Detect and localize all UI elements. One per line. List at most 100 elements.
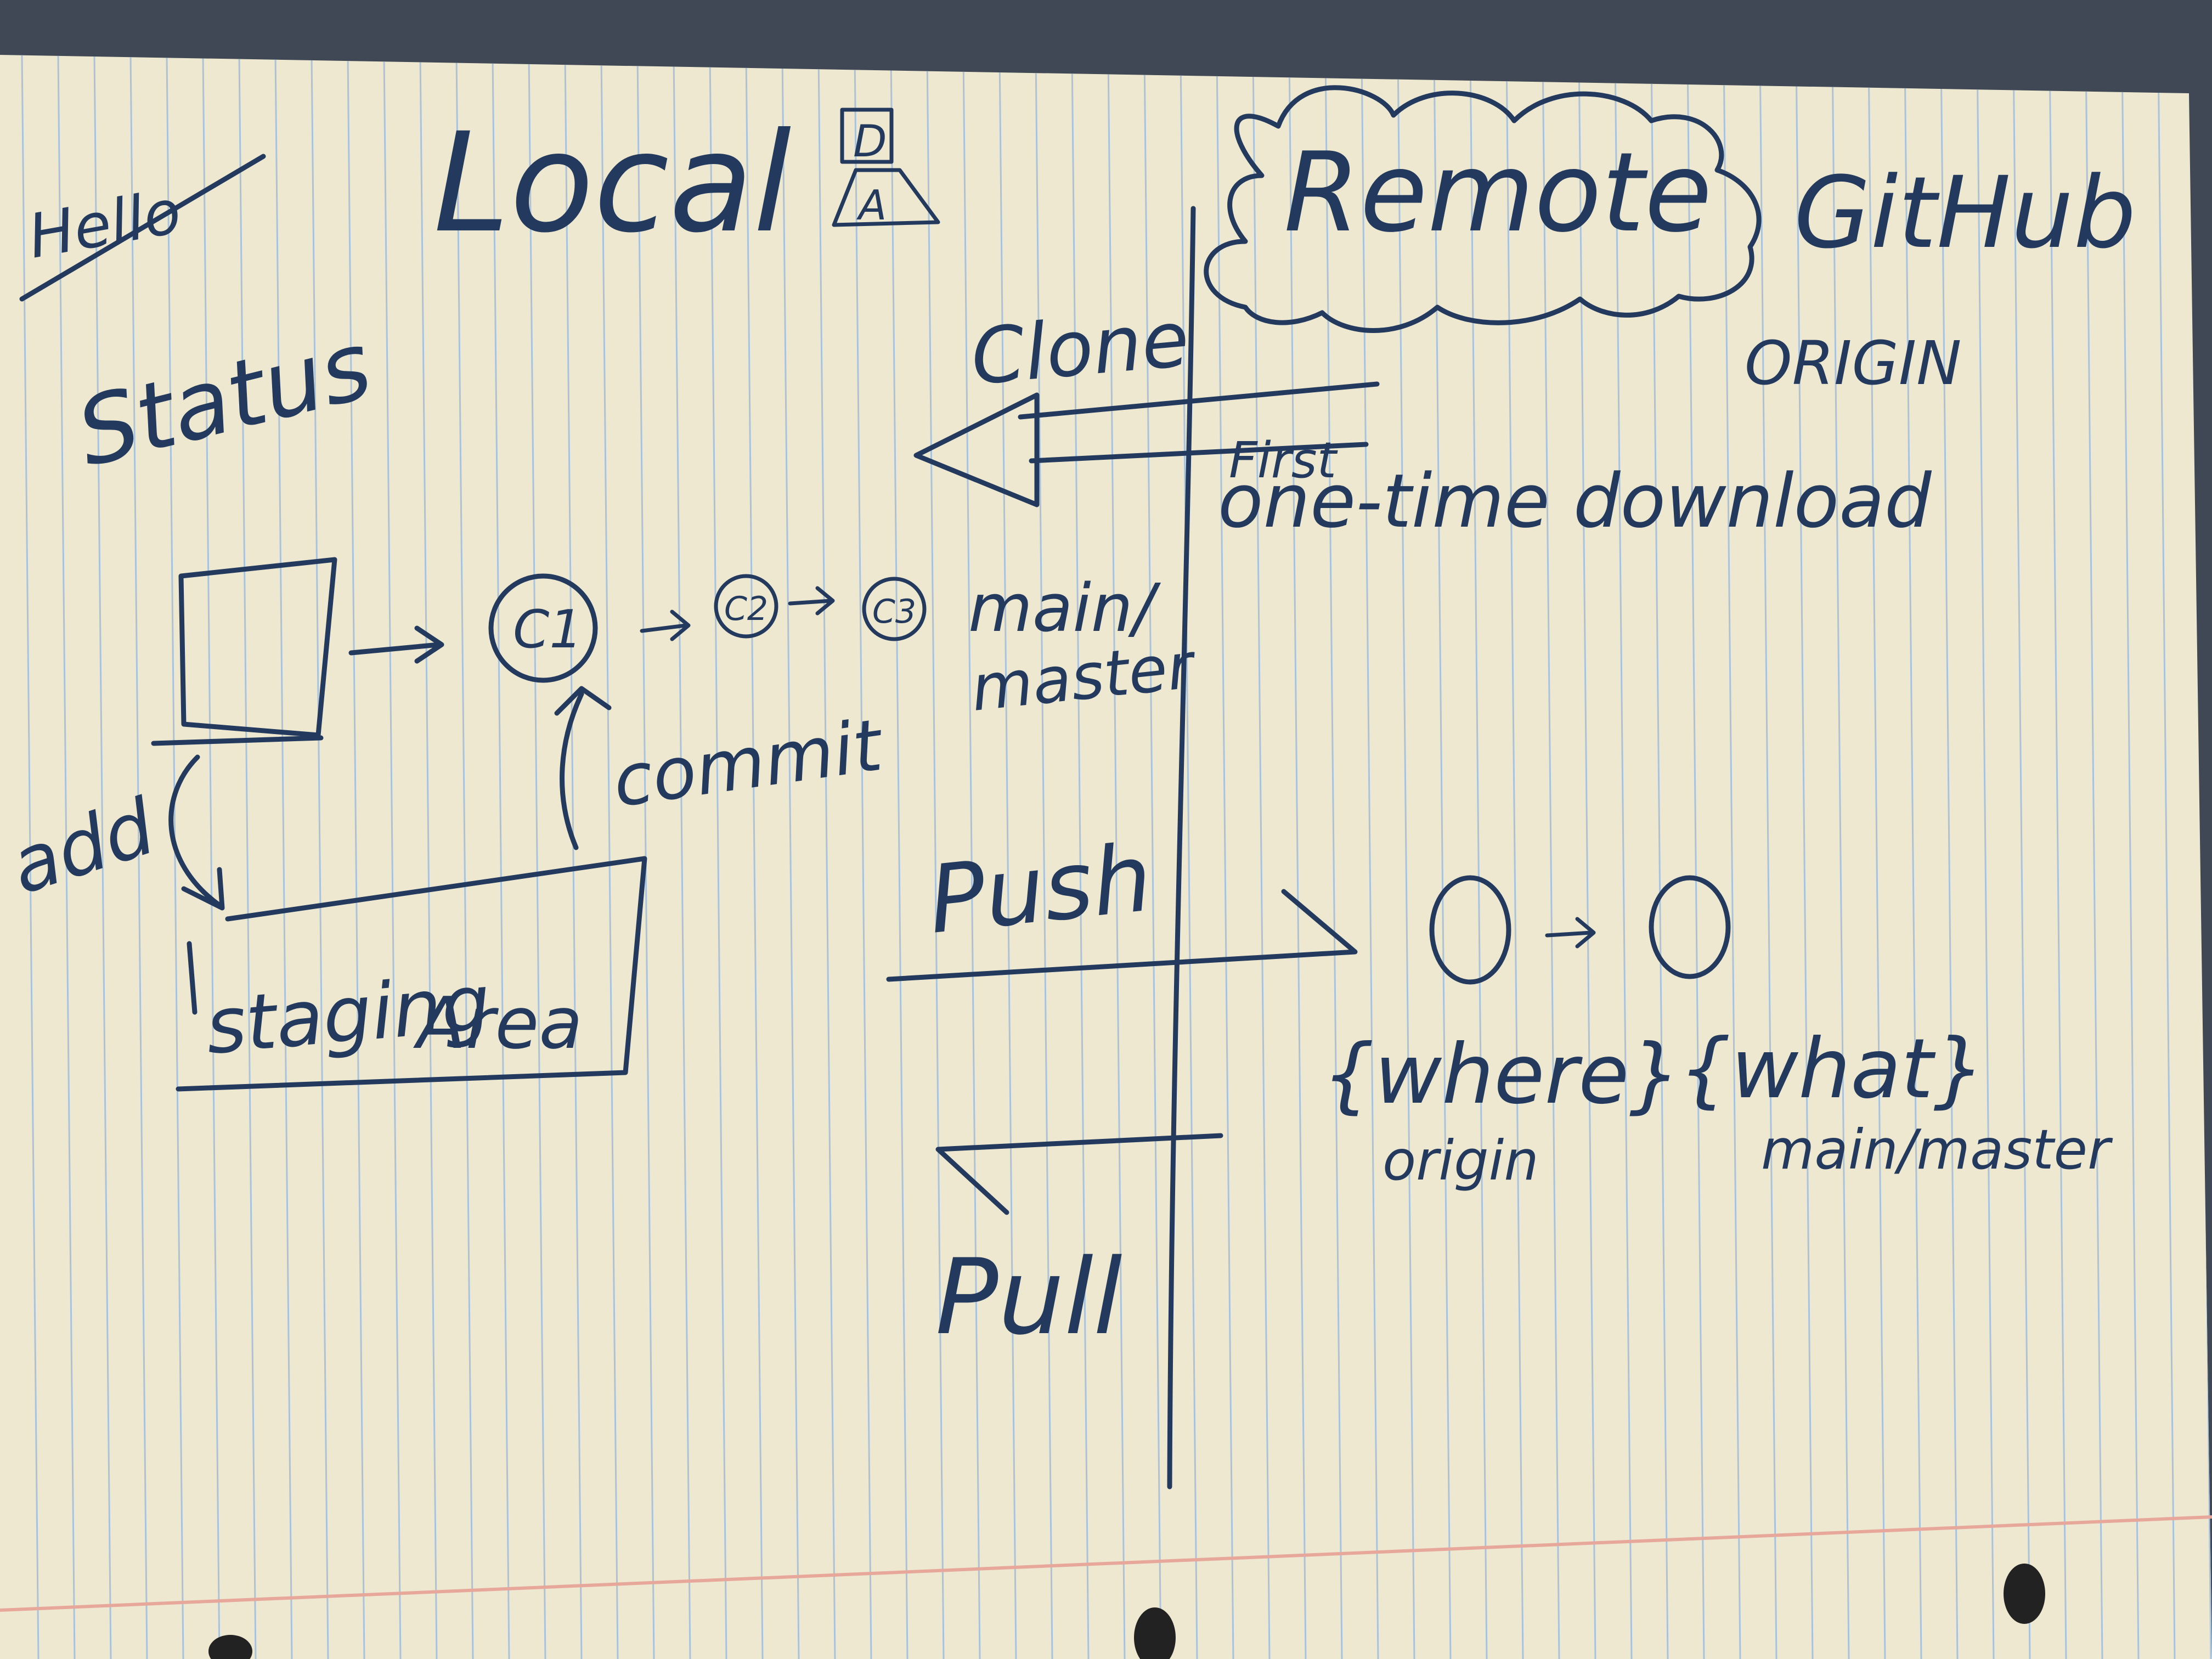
ruled-line (600, 55, 619, 1659)
main-master-lower-label: main/master (1761, 1118, 2113, 1182)
commit-c3-node: C3 (862, 577, 927, 641)
ruled-line (745, 55, 764, 1659)
arrow-to-c1 (348, 625, 444, 664)
first-label: First (1229, 432, 1339, 489)
notebook-paper (0, 55, 2212, 1659)
clone-arrow (913, 381, 1380, 507)
origin-upper-label: ORIGIN (1745, 328, 1961, 398)
ruled-line (781, 55, 800, 1659)
commit-c2-node: C2 (714, 574, 778, 639)
ruled-lines (21, 55, 2212, 1659)
pull-arrow (935, 1133, 1223, 1215)
ruled-line (2157, 55, 2176, 1659)
ruled-line (1686, 55, 1705, 1659)
staging-area-box (176, 856, 647, 1092)
ruled-line (926, 55, 945, 1659)
ruled-line (1542, 55, 1560, 1659)
ruled-line (1397, 55, 1415, 1659)
local-remote-divider (1167, 206, 1196, 1489)
ruled-line (129, 55, 148, 1659)
ruled-line (2121, 55, 2140, 1659)
ruled-line (1795, 55, 1814, 1659)
ruled-line (1107, 55, 1126, 1659)
binder-hole (208, 1635, 252, 1659)
main-master-label-line1: main/ (968, 571, 1161, 647)
ruled-line (2012, 55, 2031, 1659)
ruled-line (1180, 55, 1198, 1659)
svg-text:C1: C1 (513, 600, 583, 660)
remote-commit-node (1429, 875, 1511, 985)
ruled-line (998, 55, 1017, 1659)
ruled-line (492, 55, 510, 1659)
ruled-line (854, 55, 872, 1659)
ruled-line (1071, 55, 1090, 1659)
remote-commit-node (1649, 875, 1731, 979)
ruled-line (528, 55, 546, 1659)
ruled-line (419, 55, 438, 1659)
ruled-line (1324, 55, 1343, 1659)
ruled-line (890, 55, 909, 1659)
ruled-line (1759, 55, 1778, 1659)
ruled-line (1361, 55, 1379, 1659)
ruled-line (1831, 55, 1850, 1659)
svg-text:D: D (853, 116, 887, 167)
cloud-icon (1204, 85, 1762, 333)
ruled-line (1976, 55, 1995, 1659)
commit-arrow (554, 686, 612, 850)
ruled-line (1216, 55, 1234, 1659)
ruled-line (274, 55, 293, 1659)
ruled-line (383, 55, 402, 1659)
ruled-line (1578, 55, 1596, 1659)
ruled-line (238, 55, 257, 1659)
ruled-line (962, 55, 981, 1659)
ruled-line (202, 55, 221, 1659)
strike-line (19, 154, 266, 302)
clone-label: Clone (968, 295, 1193, 403)
ruled-line (817, 55, 836, 1659)
ruled-line (1867, 55, 1886, 1659)
ruled-line (93, 55, 112, 1659)
ruled-line (1614, 55, 1633, 1659)
ruled-line (1904, 55, 1922, 1659)
pull-label: Pull (935, 1237, 1122, 1358)
ruled-line (455, 55, 474, 1659)
what-label: {what} (1679, 1022, 1985, 1117)
add-arrow (168, 754, 225, 911)
push-label: Push (924, 823, 1157, 955)
push-arrow (886, 889, 1358, 982)
ruled-line (21, 55, 40, 1659)
database-icon: D A (832, 108, 940, 229)
github-label: GitHub (1794, 156, 2136, 270)
local-label: Local (433, 103, 791, 263)
ruled-line (166, 55, 184, 1659)
svg-text:C3: C3 (872, 592, 916, 631)
arrow-c2-to-c3 (788, 586, 835, 616)
ruled-line (311, 55, 329, 1659)
one-time-download-label: one-time download (1218, 458, 1932, 544)
ruled-line (1143, 55, 1162, 1659)
margin-line (0, 1515, 2212, 1612)
svg-text:C2: C2 (724, 590, 768, 628)
area-label: Area (413, 981, 583, 1065)
ruled-line (1433, 55, 1452, 1659)
ruled-line (1252, 55, 1271, 1659)
ruled-line (673, 55, 691, 1659)
ruled-line (1650, 55, 1669, 1659)
ruled-line (1035, 55, 1053, 1659)
ruled-line (709, 55, 727, 1659)
ruled-line (2049, 55, 2067, 1659)
ruled-line (1940, 55, 1959, 1659)
ruled-line (2085, 55, 2103, 1659)
ruled-line (564, 55, 583, 1659)
ruled-line (57, 55, 76, 1659)
arrow-remote-commits (1545, 917, 1596, 949)
commit-c1-node: C1 (488, 573, 598, 683)
binder-hole (1134, 1607, 1176, 1659)
remote-label: Remote (1284, 129, 1712, 257)
ruled-line (1723, 55, 1741, 1659)
arrow-c1-to-c2 (640, 610, 691, 641)
where-label: {where} (1322, 1027, 1681, 1122)
origin-lower-label: origin (1383, 1128, 1539, 1193)
ruled-line (347, 55, 365, 1659)
